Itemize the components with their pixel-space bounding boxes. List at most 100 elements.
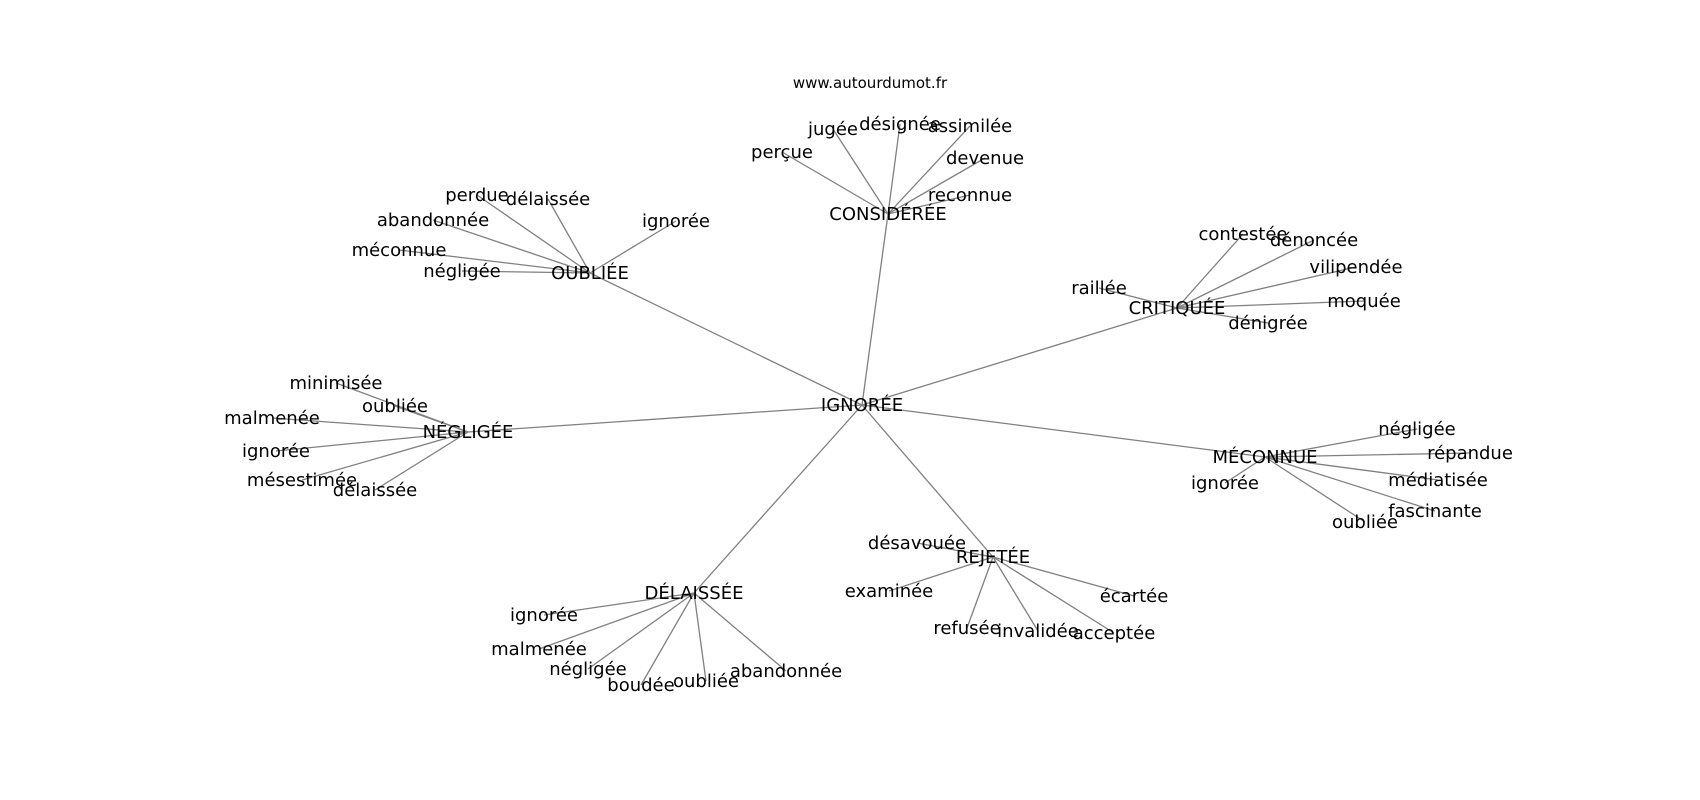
leaf-node: fascinante bbox=[1388, 501, 1482, 522]
leaf-node: invalidée bbox=[997, 621, 1079, 642]
edge-hub-to-leaf bbox=[301, 431, 469, 481]
leaf-node: ignorée bbox=[642, 211, 710, 232]
leaf-node: reconnue bbox=[928, 185, 1012, 206]
edge-center-to-hub bbox=[861, 404, 1266, 458]
hub-node: CONSIDÉRÉE bbox=[829, 203, 946, 225]
edge-hub-to-leaf bbox=[916, 542, 994, 558]
leaf-node: boudée bbox=[607, 675, 674, 696]
edge-hub-to-leaf bbox=[1264, 456, 1436, 512]
edge-hub-to-leaf bbox=[1264, 428, 1418, 458]
leaf-node: négligée bbox=[423, 261, 500, 282]
edge-hub-to-leaf bbox=[587, 592, 695, 670]
leaf-node: ignorée bbox=[242, 441, 310, 462]
edge-hub-to-leaf bbox=[693, 592, 787, 672]
edge-hub-to-leaf bbox=[432, 219, 591, 274]
leaf-node: désignée bbox=[859, 114, 941, 135]
leaf-node: contestée bbox=[1198, 224, 1287, 245]
leaf-node: oubliée bbox=[362, 396, 428, 417]
leaf-node: acceptée bbox=[1073, 623, 1156, 644]
hub-node: OUBLIÉE bbox=[551, 262, 629, 284]
leaf-node: dénigrée bbox=[1228, 313, 1308, 334]
edge-hub-to-leaf bbox=[476, 194, 591, 274]
hub-node: NÉGLIGÉE bbox=[423, 421, 514, 443]
edge-hub-to-leaf bbox=[547, 198, 591, 274]
edge-hub-to-leaf bbox=[781, 151, 889, 215]
leaf-node: malmenée bbox=[491, 639, 587, 660]
edge-hub-to-leaf bbox=[271, 417, 469, 433]
leaf-node: délaissée bbox=[506, 189, 590, 210]
edge-hub-to-leaf bbox=[394, 405, 469, 433]
edge-hub-to-leaf bbox=[693, 592, 707, 682]
leaf-node: abandonnée bbox=[377, 210, 489, 231]
edge-hub-to-leaf bbox=[398, 249, 591, 274]
leaf-node: désavouée bbox=[868, 533, 966, 554]
leaf-node: assimilée bbox=[928, 116, 1012, 137]
leaf-node: raillée bbox=[1071, 278, 1127, 299]
leaf-node: dénoncée bbox=[1270, 230, 1358, 251]
leaf-node: moquée bbox=[1327, 291, 1401, 312]
leaf-node: écartée bbox=[1100, 586, 1169, 607]
edge-hub-to-leaf bbox=[1176, 300, 1365, 309]
edge-hub-to-leaf bbox=[1098, 287, 1178, 309]
edge-hub-to-leaf bbox=[887, 157, 986, 215]
edge-hub-to-leaf bbox=[538, 592, 695, 650]
edge-hub-to-leaf bbox=[1176, 307, 1269, 324]
leaf-node: négligée bbox=[1378, 419, 1455, 440]
edge-hub-to-leaf bbox=[1176, 233, 1244, 309]
graph-edges bbox=[271, 123, 1471, 686]
edge-hub-to-leaf bbox=[374, 431, 469, 491]
leaf-node: malmenée bbox=[224, 408, 320, 429]
edge-hub-to-leaf bbox=[992, 556, 1135, 597]
edge-hub-to-leaf bbox=[461, 270, 591, 274]
hub-node: MÉCONNUE bbox=[1212, 446, 1317, 468]
leaf-node: méconnue bbox=[352, 240, 447, 261]
source-url: www.autourdumot.fr bbox=[793, 74, 948, 92]
edge-hub-to-leaf bbox=[640, 592, 695, 686]
edge-hub-to-leaf bbox=[992, 556, 1039, 632]
edge-center-to-hub bbox=[861, 307, 1178, 406]
edge-hub-to-leaf bbox=[1176, 239, 1315, 309]
leaf-node: refusée bbox=[933, 618, 1000, 639]
edge-hub-to-leaf bbox=[887, 125, 971, 215]
edge-hub-to-leaf bbox=[966, 556, 994, 629]
hub-node: CRITIQUÉE bbox=[1129, 297, 1226, 319]
leaf-node: abandonnée bbox=[730, 661, 842, 682]
edge-hub-to-leaf bbox=[275, 431, 469, 452]
edge-hub-to-leaf bbox=[1264, 452, 1471, 458]
leaf-node: délaissée bbox=[333, 480, 417, 501]
edge-center-to-hub bbox=[861, 213, 889, 406]
edge-hub-to-leaf bbox=[1224, 456, 1266, 484]
center-node: IGNORÉE bbox=[821, 394, 903, 416]
edge-hub-to-leaf bbox=[1176, 266, 1357, 309]
edge-hub-to-leaf bbox=[832, 128, 889, 215]
edge-hub-to-leaf bbox=[992, 556, 1115, 634]
edge-hub-to-leaf bbox=[589, 220, 677, 274]
edge-hub-to-leaf bbox=[1264, 456, 1439, 481]
leaf-node: vilipendée bbox=[1309, 257, 1402, 278]
leaf-node: minimisée bbox=[289, 373, 382, 394]
edge-center-to-hub bbox=[467, 404, 863, 433]
leaf-node: perdue bbox=[445, 185, 509, 206]
leaf-node: ignorée bbox=[510, 605, 578, 626]
edge-hub-to-leaf bbox=[887, 123, 901, 215]
edge-center-to-hub bbox=[589, 272, 863, 406]
leaf-node: oubliée bbox=[673, 671, 739, 692]
leaf-node: ignorée bbox=[1191, 473, 1259, 494]
leaf-node: perçue bbox=[751, 142, 813, 163]
leaf-node: médiatisée bbox=[1388, 470, 1488, 491]
edge-hub-to-leaf bbox=[1264, 456, 1366, 523]
edge-hub-to-leaf bbox=[887, 194, 971, 215]
hub-node: REJETÉE bbox=[956, 546, 1030, 568]
leaf-node: négligée bbox=[549, 659, 626, 680]
edge-hub-to-leaf bbox=[543, 592, 695, 616]
hub-node: DÉLAISSÉE bbox=[645, 582, 744, 604]
leaf-node: examinée bbox=[845, 581, 934, 602]
leaf-node: répandue bbox=[1427, 443, 1513, 464]
edge-center-to-hub bbox=[861, 404, 994, 558]
leaf-node: oubliée bbox=[1332, 512, 1398, 533]
leaf-node: jugée bbox=[807, 119, 858, 140]
edge-hub-to-leaf bbox=[888, 556, 994, 592]
leaf-node: mésestimée bbox=[247, 470, 357, 491]
